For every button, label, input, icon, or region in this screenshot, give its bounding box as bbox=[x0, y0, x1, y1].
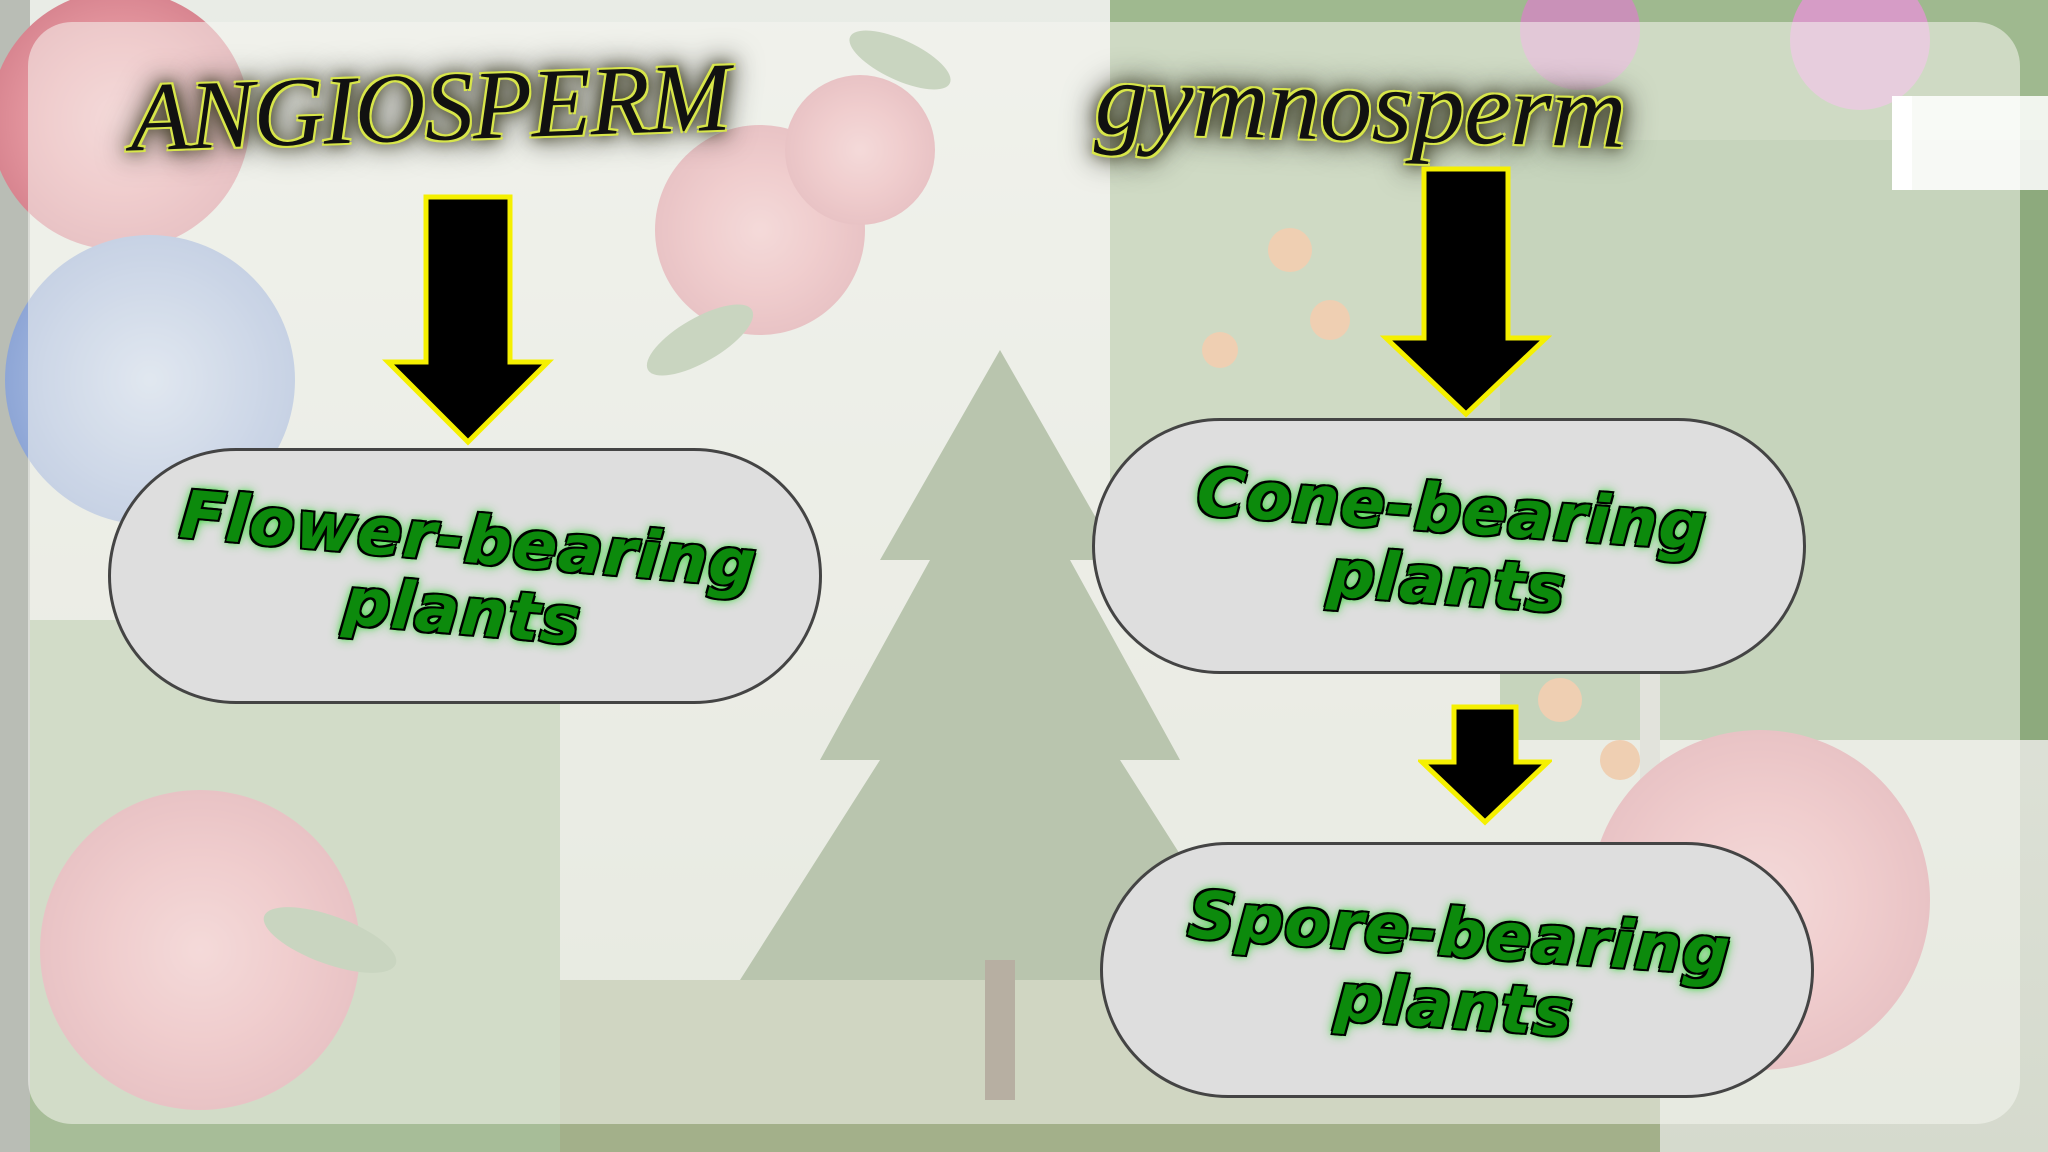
down-arrow-icon bbox=[382, 194, 554, 446]
heading-angiosperm: ANGIOSPERM bbox=[128, 43, 732, 173]
side-tab-notch bbox=[1892, 96, 1912, 190]
box-spore-bearing: Spore-bearing plants bbox=[1100, 842, 1814, 1098]
side-tab bbox=[1892, 96, 2048, 190]
box-cone-bearing: Cone-bearing plants bbox=[1092, 418, 1806, 674]
box-label: Flower-bearing plants bbox=[176, 476, 760, 661]
box-label: Spore-bearing plants bbox=[1185, 876, 1734, 1053]
box-label: Cone-bearing plants bbox=[1194, 453, 1710, 629]
box-flower-bearing: Flower-bearing plants bbox=[108, 448, 822, 704]
heading-gymnosperm: gymnosperm bbox=[1093, 41, 1628, 170]
down-arrow-icon bbox=[1418, 704, 1552, 826]
down-arrow-icon bbox=[1380, 166, 1552, 418]
